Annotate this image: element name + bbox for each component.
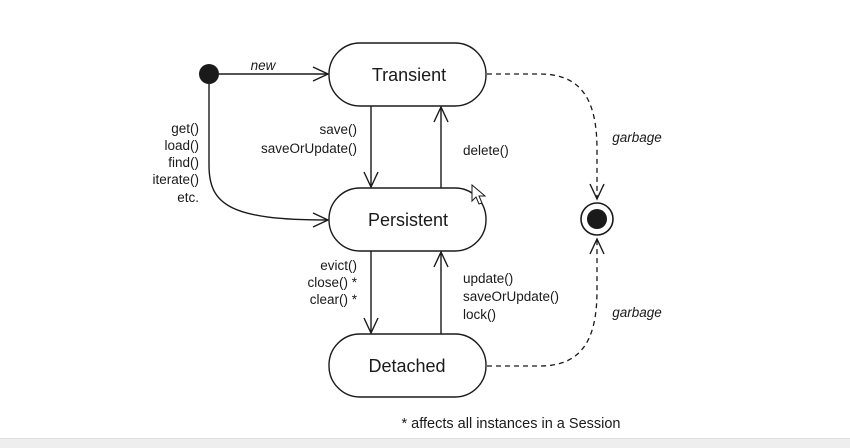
edge-detached-garbage <box>487 237 605 367</box>
label-save-or-update-1: saveOrUpdate() <box>261 141 357 156</box>
state-detached-label: Detached <box>368 356 445 376</box>
label-load: load() <box>164 138 199 153</box>
bottom-scrollbar-area <box>0 438 850 448</box>
state-diagram: Transient Persistent Detached new get() … <box>152 42 662 432</box>
edge-new-label: new <box>251 58 277 73</box>
label-close: close() * <box>307 275 357 290</box>
label-evict: evict() <box>320 258 357 273</box>
label-save: save() <box>319 122 357 137</box>
label-save-or-update-2: saveOrUpdate() <box>463 289 559 304</box>
edge-initial-to-persistent-labels: get() load() find() iterate() etc. <box>152 121 199 205</box>
label-iterate: iterate() <box>152 172 199 187</box>
footnote: * affects all instances in a Session <box>402 416 621 432</box>
label-get: get() <box>171 121 199 136</box>
label-update: update() <box>463 271 513 286</box>
mouse-cursor-icon <box>471 183 487 205</box>
state-transient-label: Transient <box>372 65 446 85</box>
label-lock: lock() <box>463 307 496 322</box>
state-detached: Detached <box>328 333 487 398</box>
state-transient: Transient <box>328 42 487 107</box>
edge-initial-to-persistent <box>208 84 330 228</box>
label-garbage-bottom: garbage <box>612 305 662 320</box>
label-find: find() <box>168 155 199 170</box>
final-state-node <box>580 202 614 236</box>
label-clear: clear() * <box>310 292 358 307</box>
edge-new <box>219 66 330 82</box>
edge-transient-to-persistent <box>363 106 379 189</box>
state-persistent-label: Persistent <box>368 210 448 230</box>
label-etc: etc. <box>177 190 199 205</box>
initial-state-node <box>199 64 219 84</box>
edge-persistent-to-transient <box>433 105 449 188</box>
edge-persistent-to-detached <box>363 251 379 335</box>
edge-detached-to-persistent <box>433 250 449 334</box>
label-garbage-top: garbage <box>612 130 662 145</box>
edge-transient-garbage <box>487 73 605 201</box>
state-persistent: Persistent <box>328 187 487 252</box>
label-delete: delete() <box>463 143 509 158</box>
